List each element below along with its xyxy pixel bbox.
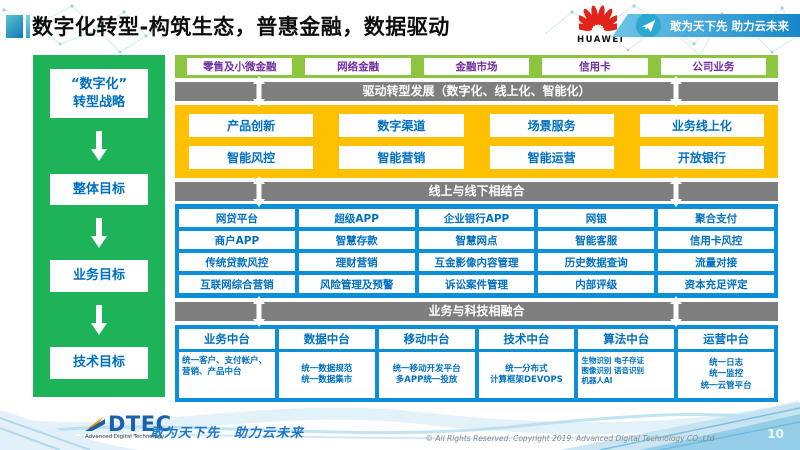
drive-transformation-bar: 驱动转型发展（数字化、线上化、智能化） xyxy=(175,76,778,107)
business-lines-row: 零售及小微金融 网络金融 金融市场 信用卡 公司业务 xyxy=(175,55,778,78)
application-box: 商户APP xyxy=(179,231,295,249)
application-box: 智能客服 xyxy=(538,231,655,249)
application-box: 互金影像内容管理 xyxy=(418,253,535,271)
huawei-flower-icon xyxy=(572,5,624,31)
business-line-box: 公司业务 xyxy=(660,58,767,75)
header: 数字化转型-构筑生态，普惠金融，数据驱动 HUAWEI xyxy=(0,0,800,52)
copyright-text: © All Rights Reserved. Copyright 2019. A… xyxy=(425,434,715,443)
application-grid: 网贷平台 超级APP 企业银行APP 网银 聚合支付 商户APP 智慧存款 智慧… xyxy=(175,204,778,298)
application-box: 资本充足评定 xyxy=(658,275,774,293)
platform-column-business: 业务中台 统一客户、支付帐户、营销、产品中台 xyxy=(179,329,275,398)
capability-box: 业务线上化 xyxy=(639,114,764,137)
title-bullet xyxy=(6,15,30,38)
platform-column-operation: 运营中台 统一日志 统一监控 统一云管平台 xyxy=(678,329,774,398)
platform-detail: 统一移动开发平台 多APP统一投放 xyxy=(378,352,475,398)
double-arrow-icon xyxy=(670,76,682,107)
sidebar-step-strategy-line2: 转型战略 xyxy=(72,94,125,110)
paper-plane-icon xyxy=(641,19,656,32)
down-arrow-icon xyxy=(91,292,107,347)
business-line-box: 信用卡 xyxy=(542,58,648,75)
down-arrow-icon xyxy=(91,205,107,260)
capability-box: 开放银行 xyxy=(639,146,764,169)
capability-box: 产品创新 xyxy=(189,114,314,137)
application-box: 历史数据查询 xyxy=(538,253,655,271)
down-arrow-icon xyxy=(91,118,107,173)
business-tech-fusion-bar: 业务与科技相融合 xyxy=(175,296,778,327)
business-line-box: 网络金融 xyxy=(305,58,411,75)
dtec-logo-icon xyxy=(85,417,105,431)
page-title: 数字化转型-构筑生态，普惠金融，数据驱动 xyxy=(32,15,450,39)
application-box: 企业银行APP xyxy=(418,209,535,227)
double-arrow-icon xyxy=(670,176,682,207)
double-arrow-icon xyxy=(670,296,682,327)
capability-grid: 产品创新 数字渠道 场景服务 业务线上化 智能风控 智能营销 智能运营 开放银行 xyxy=(175,105,778,178)
platform-title: 运营中台 xyxy=(678,329,774,349)
platform-column-mobile: 移动中台 统一移动开发平台 多APP统一投放 xyxy=(378,329,475,398)
architecture-diagram: 零售及小微金融 网络金融 金融市场 信用卡 公司业务 驱动转型发展（数字化、线上… xyxy=(175,55,778,402)
double-arrow-icon xyxy=(253,176,265,207)
application-box: 智慧存款 xyxy=(298,231,415,249)
application-box: 流量对接 xyxy=(658,253,774,271)
middle-platform-section: 业务中台 统一客户、支付帐户、营销、产品中台 数据中台 统一数据规范 统一数据集… xyxy=(175,325,778,402)
business-tech-fusion-label: 业务与科技相融合 xyxy=(428,304,525,318)
application-box: 网贷平台 xyxy=(179,209,295,227)
platform-detail: 生物识别 电子存证 图像识别 语音识别 机器人AI xyxy=(578,352,675,398)
platform-title: 技术中台 xyxy=(478,329,575,349)
application-box: 信用卡风控 xyxy=(658,231,774,249)
capability-box: 智能运营 xyxy=(489,146,614,169)
application-box: 理财营销 xyxy=(298,253,415,271)
application-box: 风险管理及预警 xyxy=(298,275,415,293)
footer: DTEC Advanced Digital Technology 敢为天下先 助… xyxy=(0,400,800,450)
slogan-banner: 敢为天下先 助力云未来 xyxy=(612,14,800,37)
banner-slogan: 敢为天下先 助力云未来 xyxy=(670,18,790,33)
application-box: 智慧网点 xyxy=(418,231,535,249)
platform-column-algorithm: 算法中台 生物识别 电子存证 图像识别 语音识别 机器人AI xyxy=(578,329,675,398)
platform-title: 业务中台 xyxy=(179,329,275,349)
platform-column-data: 数据中台 统一数据规范 统一数据集市 xyxy=(278,329,375,398)
double-arrow-icon xyxy=(253,296,265,327)
huawei-logo: HUAWEI xyxy=(572,4,624,45)
application-box: 诉讼案件管理 xyxy=(418,275,535,293)
platform-detail: 统一日志 统一监控 统一云管平台 xyxy=(678,352,774,398)
platform-detail: 统一客户、支付帐户、营销、产品中台 xyxy=(179,352,275,398)
sidebar-step-overall-goal: 整体目标 xyxy=(50,173,148,206)
application-box: 网银 xyxy=(538,209,655,227)
application-box: 传统贷款风控 xyxy=(179,253,295,271)
footer-slogan: 敢为天下先 助力云未来 xyxy=(150,426,305,441)
platform-title: 算法中台 xyxy=(578,329,675,349)
platform-column-tech: 技术中台 统一分布式 计算框架DEVOPS xyxy=(478,329,575,398)
capability-box: 智能风控 xyxy=(189,146,314,169)
capability-box: 数字渠道 xyxy=(339,114,464,137)
capability-box: 场景服务 xyxy=(489,114,614,137)
strategy-sidebar: “数字化” 转型战略 整体目标 业务目标 技术目标 xyxy=(33,55,165,397)
platform-title: 数据中台 xyxy=(278,329,375,349)
application-box: 互联网综合营销 xyxy=(179,275,295,293)
platform-detail: 统一数据规范 统一数据集市 xyxy=(278,352,375,398)
business-line-box: 金融市场 xyxy=(423,58,530,75)
sidebar-step-strategy-line1: “数字化” xyxy=(70,77,128,92)
page-number: 10 xyxy=(767,427,784,441)
application-box: 超级APP xyxy=(298,209,415,227)
application-box: 聚合支付 xyxy=(658,209,774,227)
online-offline-bar: 线上与线下相结合 xyxy=(175,176,778,207)
drive-transformation-label: 驱动转型发展（数字化、线上化、智能化） xyxy=(362,84,591,98)
sidebar-step-tech-goal: 技术目标 xyxy=(50,347,148,379)
platform-title: 移动中台 xyxy=(378,329,475,349)
application-box: 内部评级 xyxy=(538,275,655,293)
platform-detail: 统一分布式 计算框架DEVOPS xyxy=(478,352,575,398)
sidebar-step-strategy: “数字化” 转型战略 xyxy=(50,69,148,119)
business-line-box: 零售及小微金融 xyxy=(187,58,293,75)
double-arrow-icon xyxy=(253,76,265,107)
sidebar-step-business-goal: 业务目标 xyxy=(50,260,148,293)
paper-plane-badge xyxy=(636,14,661,37)
online-offline-label: 线上与线下相结合 xyxy=(428,184,525,198)
capability-box: 智能营销 xyxy=(339,146,464,169)
